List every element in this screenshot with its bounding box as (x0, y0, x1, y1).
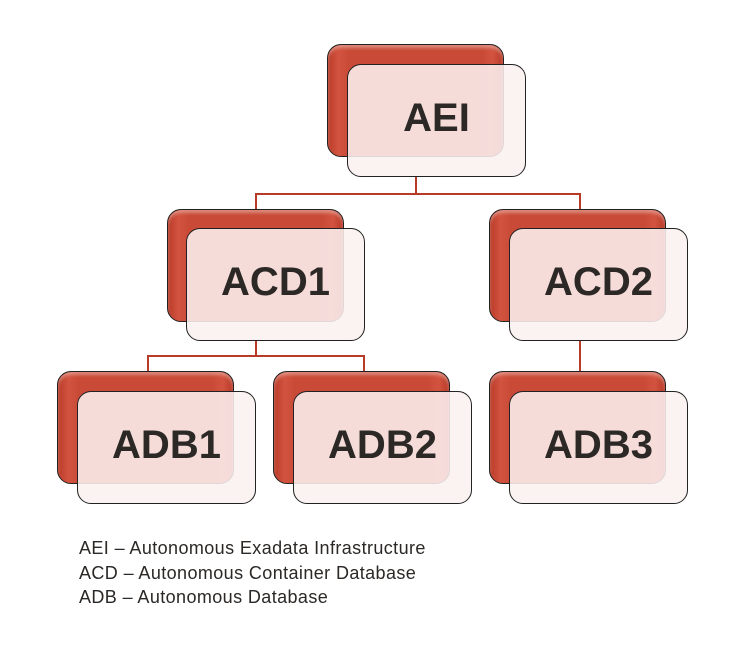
legend-item: ACD – Autonomous Container Database (79, 562, 417, 583)
node-label: ACD2 (544, 260, 653, 304)
adb3-node: ADB3 (509, 391, 688, 504)
aei-node: AEI (347, 64, 526, 177)
connector (415, 177, 417, 194)
node-label: ACD1 (221, 260, 330, 304)
connector (363, 355, 365, 372)
node-label: AEI (403, 96, 470, 140)
connector (579, 193, 581, 210)
node-label: ADB1 (112, 423, 221, 467)
connector (147, 355, 149, 372)
legend-item: ADB – Autonomous Database (79, 587, 329, 607)
acd2-node: ACD2 (509, 228, 688, 341)
node-label: ADB3 (544, 423, 653, 467)
connector (255, 193, 580, 195)
connector (255, 340, 257, 356)
node-label: ADB2 (328, 423, 437, 467)
adb2-node: ADB2 (293, 391, 472, 504)
connector (579, 340, 581, 372)
connector (255, 193, 257, 210)
legend: AEI – Autonomous Exadata Infrastructure … (79, 536, 426, 610)
acd1-node: ACD1 (186, 228, 365, 341)
legend-item: AEI – Autonomous Exadata Infrastructure (79, 538, 426, 558)
adb1-node: ADB1 (77, 391, 256, 504)
connector (147, 355, 364, 357)
